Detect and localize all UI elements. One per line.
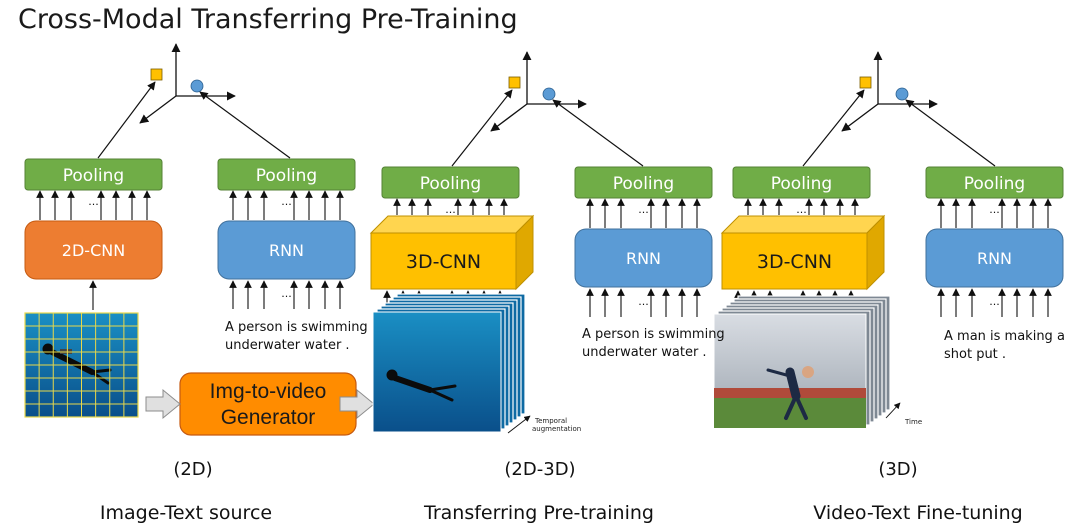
caption-swim-line1: A person is swimming xyxy=(582,327,725,342)
caption-shot-line1: A man is making a xyxy=(944,329,1065,344)
grid-border xyxy=(24,312,139,418)
pooling-layer-2d-text: Pooling xyxy=(217,158,356,191)
img-to-video-generator: Img-to-video Generator xyxy=(179,372,357,436)
ellipsis: ... xyxy=(88,195,99,208)
athlete-figure xyxy=(766,366,814,420)
encoder-label: 3D-CNN xyxy=(757,251,832,273)
text-embedding-marker xyxy=(895,87,909,101)
ellipsis: ... xyxy=(989,295,1000,308)
temporal-augmentation-annotation: Temporal augmentation xyxy=(507,415,581,434)
temporal-label-line1: Temporal xyxy=(534,417,567,425)
generator-label-line2: Generator xyxy=(221,406,316,429)
image-embedding-marker xyxy=(150,68,163,81)
pooling-layer-2d-image: Pooling xyxy=(24,158,163,191)
pooling-label: Pooling xyxy=(63,166,124,186)
text-embedding-marker xyxy=(542,87,556,101)
image-grid-overlay xyxy=(24,312,139,418)
stadium-track xyxy=(714,388,866,398)
encoder-rnn-transfer: RNN xyxy=(574,228,713,288)
pooling-label: Pooling xyxy=(256,166,317,186)
feature-arrows: ................................. xyxy=(36,190,1052,317)
pooling-layer-2d3d-text: Pooling xyxy=(574,166,713,199)
caption-swim-line2: underwater water . xyxy=(225,338,350,353)
stage-label-transfer: Transferring Pre-training xyxy=(423,502,654,524)
ellipsis: ... xyxy=(796,203,807,216)
pooling-layer-3d-text: Pooling xyxy=(925,166,1064,199)
stage-label-finetune: Video-Text Fine-tuning xyxy=(813,502,1023,524)
page-title: Cross-Modal Transferring Pre-Training xyxy=(18,4,518,35)
column-tag-3d: (3D) xyxy=(878,459,917,480)
generator-label-line1: Img-to-video xyxy=(210,380,327,403)
video-embedding-marker xyxy=(508,76,521,89)
ellipsis: ... xyxy=(989,203,1000,216)
augmented-video-frames xyxy=(372,293,526,433)
pooling-layer-2d3d-video: Pooling xyxy=(381,166,520,199)
embedding-space-2d-3d xyxy=(451,51,644,167)
ellipsis: ... xyxy=(638,295,649,308)
text-embedding-marker xyxy=(190,79,204,93)
caption-swim-line1: A person is swimming xyxy=(225,320,368,335)
encoder-label: RNN xyxy=(269,241,304,260)
pooling-label: Pooling xyxy=(613,174,674,194)
encoder-label: 2D-CNN xyxy=(62,241,125,260)
encoder-label: 3D-CNN xyxy=(406,251,481,273)
pooling-label: Pooling xyxy=(771,174,832,194)
embedding-space-3d xyxy=(802,51,996,167)
column-tag-2d: (2D) xyxy=(173,459,212,480)
video-embedding-marker xyxy=(859,76,872,89)
encoder-2d-cnn: 2D-CNN xyxy=(24,220,163,280)
pooling-label: Pooling xyxy=(964,174,1025,194)
ellipsis: ... xyxy=(281,195,292,208)
target-video-frames xyxy=(713,295,891,429)
encoder-label: RNN xyxy=(626,249,661,268)
caption-shot-line2: shot put . xyxy=(944,347,1006,362)
encoder-rnn-2d: RNN xyxy=(217,220,356,280)
source-image-diver xyxy=(24,312,139,418)
encoder-rnn-finetune: RNN xyxy=(925,228,1064,288)
ellipsis: ... xyxy=(281,287,292,300)
temporal-label-line2: augmentation xyxy=(532,425,581,433)
image-to-generator-arrow xyxy=(145,388,181,420)
generator-to-video-arrow xyxy=(339,388,375,420)
encoder-3d-cnn-finetune: 3D-CNN xyxy=(720,214,886,291)
pooling-label: Pooling xyxy=(420,174,481,194)
stage-label-source: Image-Text source xyxy=(100,502,272,524)
encoder-3d-cnn-transfer: 3D-CNN xyxy=(369,214,535,291)
pooling-layer-3d-video: Pooling xyxy=(732,166,871,199)
time-label: Time xyxy=(904,418,922,426)
caption-swim-line2: underwater water . xyxy=(582,345,707,360)
time-annotation: Time xyxy=(885,402,922,426)
ellipsis: ... xyxy=(445,203,456,216)
column-tag-2d-3d: (2D-3D) xyxy=(504,459,575,480)
embedding-space-2d xyxy=(97,43,291,159)
encoder-label: RNN xyxy=(977,249,1012,268)
diver-figure xyxy=(386,369,457,402)
ellipsis: ... xyxy=(638,203,649,216)
